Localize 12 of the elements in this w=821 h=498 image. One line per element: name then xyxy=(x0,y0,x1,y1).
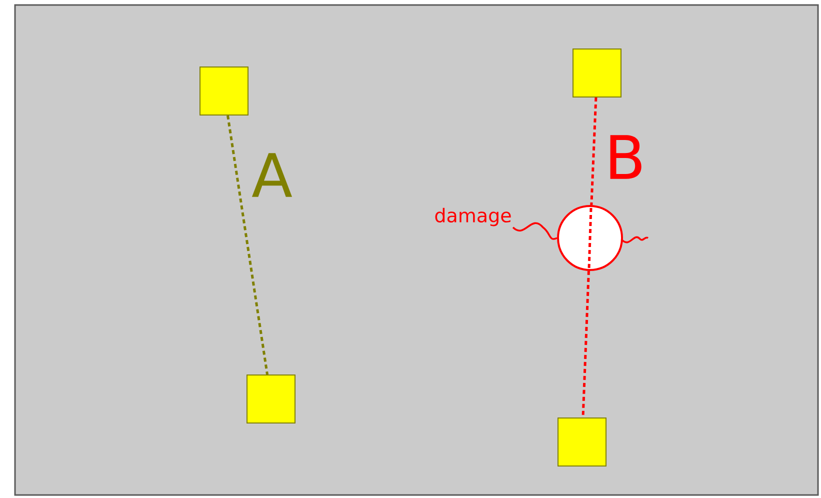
edge-label: B xyxy=(610,135,642,179)
leader-line xyxy=(512,222,558,240)
damage-label: damage xyxy=(435,208,511,226)
square-marker xyxy=(558,418,606,466)
edge-label: A xyxy=(252,153,292,197)
connector-line xyxy=(582,270,590,418)
damage-circle xyxy=(557,205,623,271)
square-marker xyxy=(246,374,296,424)
connector-line xyxy=(226,115,269,375)
square-marker xyxy=(572,48,622,98)
square-marker xyxy=(200,66,248,116)
connector-line xyxy=(590,97,598,206)
